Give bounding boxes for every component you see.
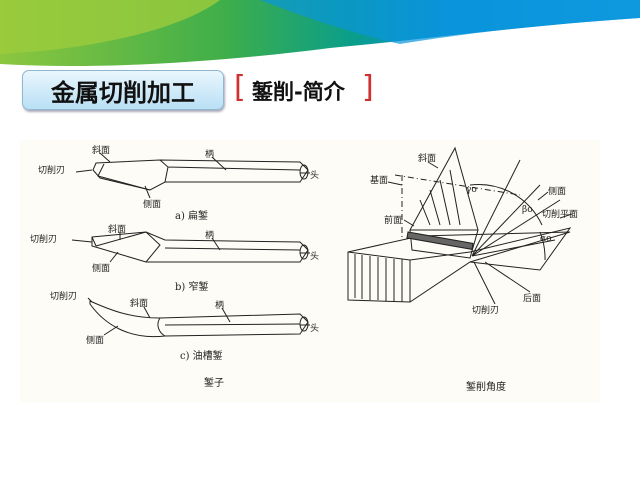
- page-title: 金属切削加工: [22, 70, 224, 110]
- right-bracket: ]: [362, 70, 374, 105]
- label-front: 前面: [384, 216, 403, 226]
- caption-narrow-chisel: b) 窄錾: [175, 282, 209, 293]
- label-head-c: 头: [310, 324, 320, 334]
- label-handle-c: 柄: [215, 301, 225, 311]
- label-head-b: 头: [310, 252, 320, 262]
- label-cutting-plane: 切削平面: [542, 210, 579, 220]
- label-side-b: 侧面: [92, 264, 111, 274]
- label-back: 后面: [523, 294, 542, 304]
- label-bevel: 斜面: [418, 154, 437, 164]
- caption-chisel: 錾子: [204, 378, 224, 389]
- label-edge: 切削刃: [472, 306, 500, 316]
- chisel-wedge-drawing: [387, 146, 573, 305]
- label-beta: βo: [522, 205, 533, 215]
- page-subtitle: 錾削-简介: [252, 80, 345, 104]
- label-side-a: 侧面: [143, 200, 162, 210]
- label-edge-a: 切削刃: [38, 166, 66, 176]
- flat-chisel-drawing: [92, 159, 309, 191]
- oil-groove-chisel-drawing: [89, 300, 309, 338]
- workpiece-block-drawing: [347, 227, 572, 303]
- label-edge-b: 切削刃: [30, 235, 58, 245]
- caption-flat-chisel: a) 扁錾: [175, 211, 209, 222]
- left-bracket: [: [234, 70, 246, 105]
- label-edge-c: 切削刃: [50, 292, 78, 302]
- header-wave-banner: [0, 0, 640, 67]
- label-side-c: 侧面: [86, 336, 105, 346]
- label-side: 侧面: [548, 187, 567, 197]
- label-bevel-a: 斜面: [92, 146, 111, 156]
- caption-chisel-angle: 錾削角度: [466, 382, 506, 393]
- diagram-panel: [20, 140, 600, 402]
- label-handle-b: 柄: [205, 231, 215, 241]
- label-head-a: 头: [310, 171, 320, 181]
- label-alpha: αo: [540, 234, 552, 244]
- label-gamma: γo: [466, 185, 477, 195]
- caption-oil-groove-chisel: c) 油槽錾: [180, 351, 223, 362]
- label-bevel-b: 斜面: [108, 225, 127, 235]
- label-base-plane: 基面: [370, 176, 389, 186]
- narrow-chisel-drawing: [91, 231, 309, 263]
- label-bevel-c: 斜面: [130, 299, 149, 309]
- label-handle-a: 柄: [205, 150, 215, 160]
